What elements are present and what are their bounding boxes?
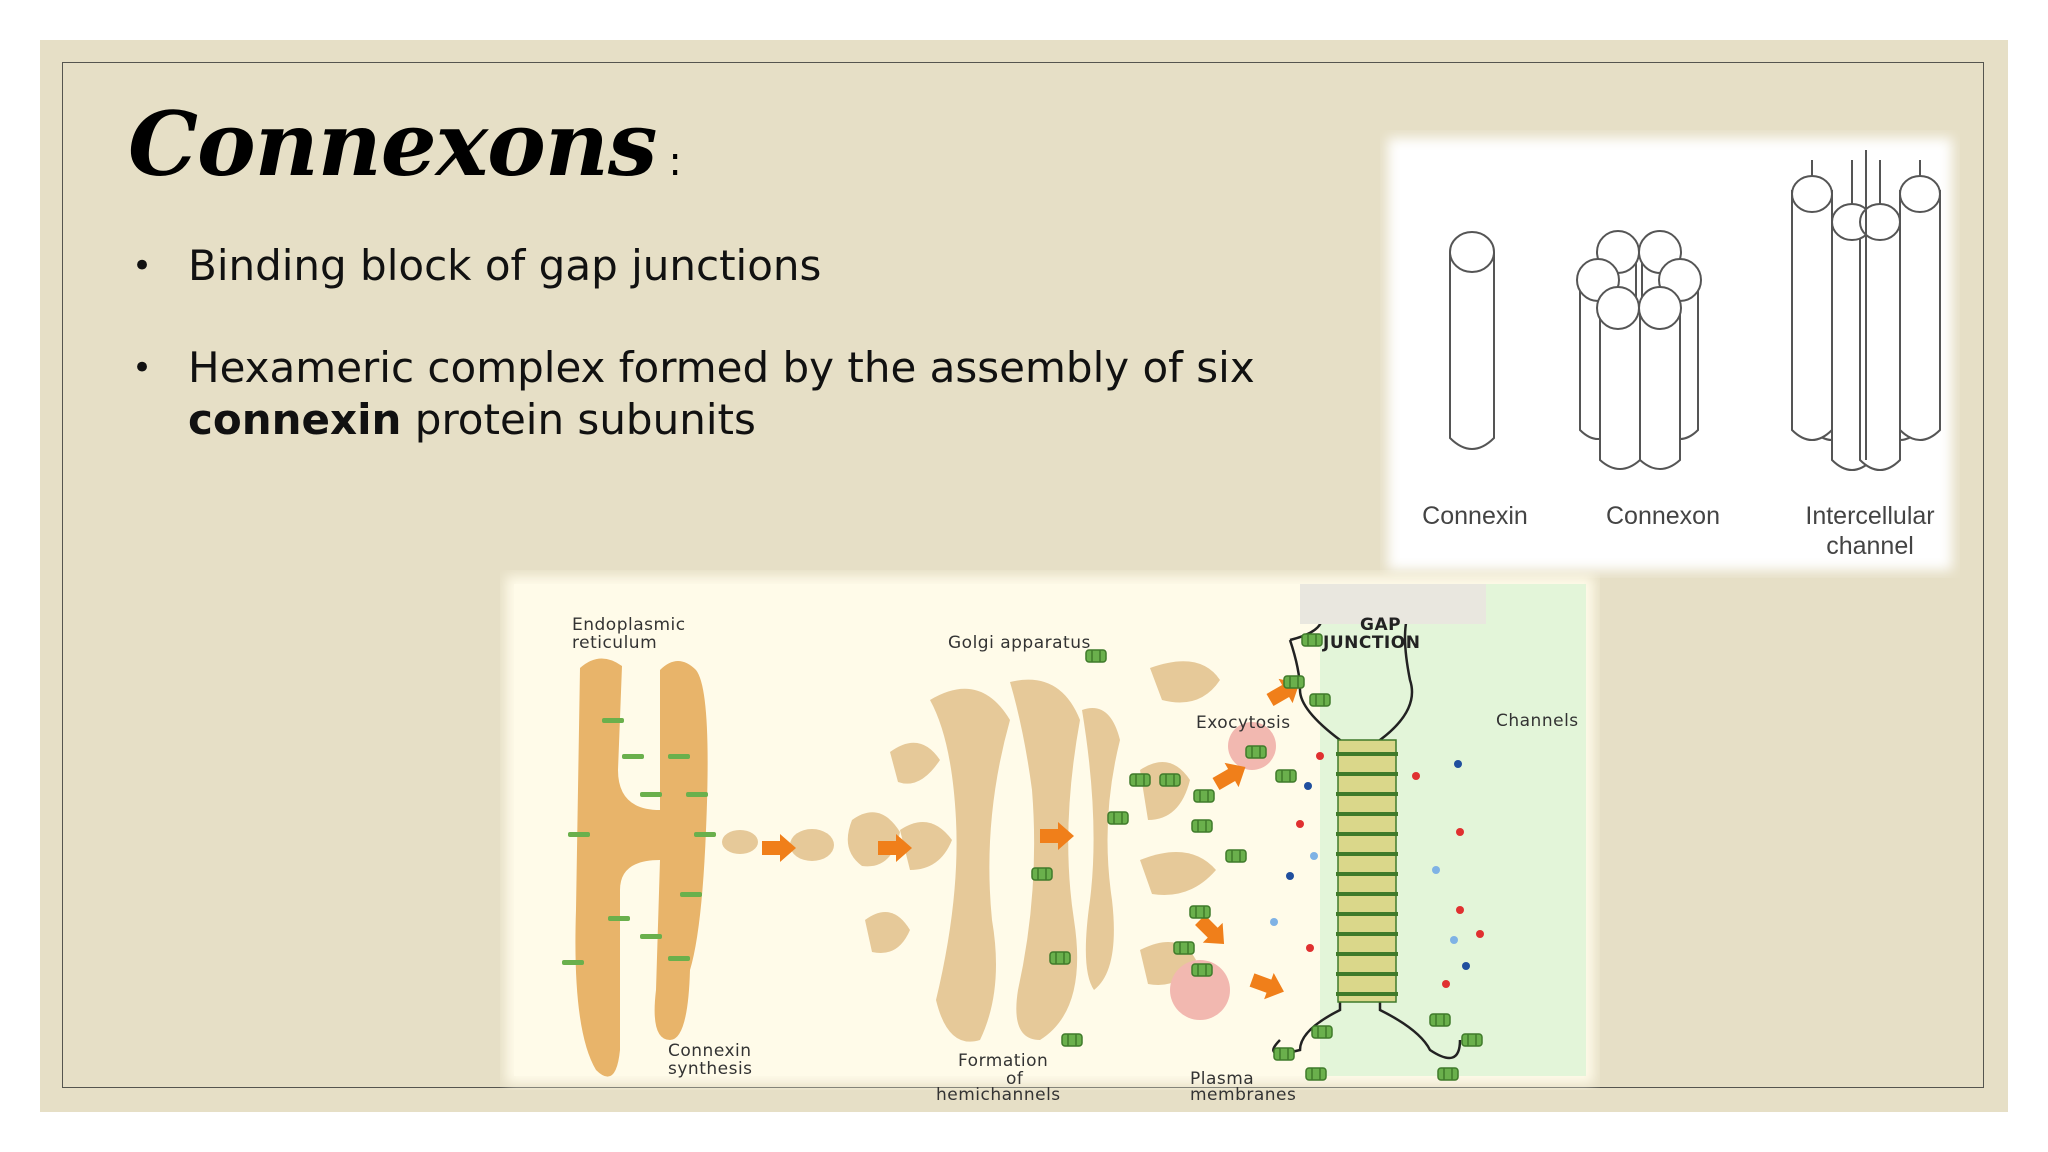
gap-junction-pathway-drawing xyxy=(506,576,1594,1084)
label-gap-2: JUNCTION xyxy=(1323,633,1421,653)
connexon-cluster xyxy=(1576,230,1702,470)
connexon-structure-drawing xyxy=(1388,138,1952,570)
slide-frame xyxy=(62,62,1984,1088)
label-synth-2: synthesis xyxy=(668,1059,753,1079)
bullet-bold-term: connexin xyxy=(188,395,402,444)
label-golgi: Golgi apparatus xyxy=(948,633,1091,653)
caption-intercellular: Intercellular xyxy=(1805,502,1935,530)
connexon-structure-figure: Connexin Connexon Intercellular channel xyxy=(1380,130,1960,578)
bullet-item: Binding block of gap junctions xyxy=(128,240,1328,292)
bullet-text: Hexameric complex formed by the assembly… xyxy=(188,343,1255,392)
caption-connexon: Connexon xyxy=(1606,502,1720,530)
title-text: Connexons xyxy=(128,92,657,196)
label-gap-1: GAP xyxy=(1360,615,1402,635)
label-form-2: of xyxy=(1006,1069,1024,1089)
connexin-tube xyxy=(1449,252,1495,450)
slide-title: Connexons : xyxy=(128,92,682,196)
caption-channel: channel xyxy=(1826,532,1914,560)
label-pm-1: Plasma xyxy=(1190,1069,1255,1089)
label-er-2: reticulum xyxy=(572,633,658,653)
bullet-text: Binding block of gap junctions xyxy=(188,241,822,290)
label-synth-1: Connexin xyxy=(668,1041,752,1061)
intercellular-channel xyxy=(1791,150,1941,471)
label-pm-2: membranes xyxy=(1190,1085,1297,1105)
title-colon: : xyxy=(668,139,682,185)
label-form-1: Formation xyxy=(958,1051,1049,1071)
bullet-item: Hexameric complex formed by the assembly… xyxy=(128,342,1328,446)
er-connexins xyxy=(562,718,716,965)
gap-junction-channel xyxy=(1336,739,1398,1003)
bullet-text: protein subunits xyxy=(401,395,756,444)
label-form-3: hemichannels xyxy=(936,1085,1061,1105)
bullet-list: Binding block of gap junctions Hexameric… xyxy=(128,240,1328,496)
gap-junction-pathway-figure: Endoplasmic reticulum Golgi apparatus GA… xyxy=(500,570,1600,1104)
slide: Connexons : Binding block of gap junctio… xyxy=(40,40,2008,1112)
connexin-top xyxy=(1449,231,1495,273)
label-er-1: Endoplasmic xyxy=(572,615,686,635)
endoplasmic-reticulum xyxy=(575,658,708,1077)
ions xyxy=(1270,752,1484,988)
label-channels: Channels xyxy=(1496,711,1579,731)
label-exocytosis: Exocytosis xyxy=(1196,713,1291,733)
caption-connexin: Connexin xyxy=(1422,502,1528,530)
